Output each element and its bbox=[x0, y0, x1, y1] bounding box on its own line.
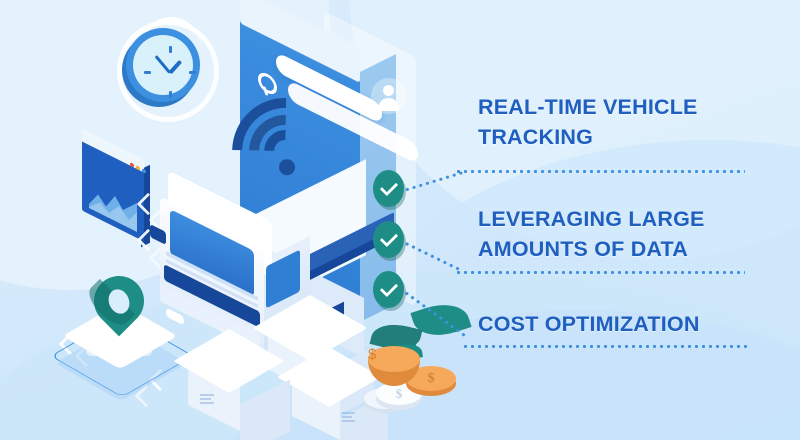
check-badge-1[interactable] bbox=[373, 170, 404, 207]
benefit-underline-3 bbox=[462, 345, 747, 348]
silver-coin: $ bbox=[376, 382, 422, 405]
clock-tick bbox=[189, 71, 196, 74]
chart-browser-window bbox=[82, 128, 150, 248]
clock-tick bbox=[169, 91, 172, 98]
check-badge-3[interactable] bbox=[373, 271, 404, 308]
clock-refresh-arrow bbox=[140, 17, 202, 50]
parcel-box bbox=[276, 346, 406, 440]
benefit-line: AMOUNTS OF DATA bbox=[478, 237, 689, 261]
box-label bbox=[200, 394, 216, 404]
check-badge-2[interactable] bbox=[373, 221, 404, 258]
coin-stack-top: $ bbox=[368, 346, 420, 372]
clock-tick bbox=[169, 46, 172, 53]
benefit-item-leveraging-large-amounts-of-data: LEVERAGING LARGE AMOUNTS OF DATA bbox=[478, 204, 774, 264]
clock-minute-hand bbox=[154, 54, 172, 74]
benefit-item-cost-optimization: COST OPTIMIZATION bbox=[478, 309, 774, 339]
parcel-box bbox=[173, 328, 294, 440]
box-label bbox=[342, 412, 358, 422]
coin-symbol: $ bbox=[395, 385, 403, 401]
benefit-line: TRACKING bbox=[478, 125, 594, 149]
benefit-line: REAL-TIME VEHICLE bbox=[478, 95, 698, 119]
clock-body bbox=[126, 28, 200, 102]
isometric-tablet bbox=[228, 0, 418, 358]
area-chart-graphic bbox=[89, 174, 137, 232]
benefit-item-real-time-vehicle-tracking: REAL-TIME VEHICLE TRACKING bbox=[478, 92, 774, 152]
benefit-line: COST OPTIMIZATION bbox=[478, 312, 700, 336]
pin-graphic bbox=[82, 265, 155, 344]
benefit-underline-2 bbox=[455, 271, 745, 274]
clock-tick bbox=[144, 71, 151, 74]
coin-symbol: $ bbox=[427, 370, 435, 386]
benefit-line: LEVERAGING LARGE bbox=[478, 207, 705, 231]
gold-coin-stack: $ bbox=[368, 346, 420, 388]
benefit-underline-1 bbox=[455, 170, 745, 173]
clock-icon bbox=[117, 17, 219, 122]
map-location-pin-icon bbox=[50, 265, 194, 412]
money-coins: $ $ $ $ bbox=[360, 336, 480, 416]
coin-symbol: $ bbox=[368, 346, 377, 363]
clock-face bbox=[133, 35, 196, 98]
box-right-face bbox=[240, 379, 290, 440]
user-avatar-icon bbox=[371, 78, 407, 114]
